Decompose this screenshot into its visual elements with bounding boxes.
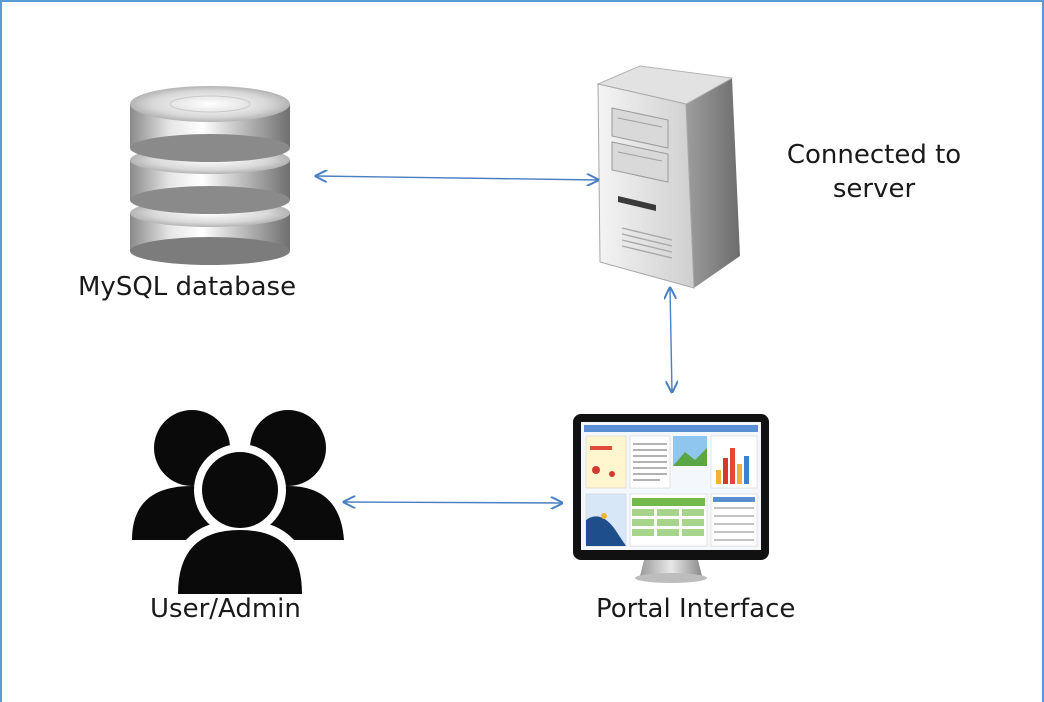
arrow-server-portal [670,288,672,392]
users-group-icon [132,410,344,600]
portal-label: Portal Interface [596,594,796,624]
server-label: Connected to server [786,140,962,204]
server-tower-icon [596,65,740,289]
arrow-database-server [316,176,598,180]
users-label: User/Admin [150,594,301,624]
database-icon [130,86,290,265]
frame-border-right [1042,0,1044,702]
arrow-users-portal [344,502,562,503]
frame-border-left [0,0,2,702]
monitor-dashboard-icon [573,414,769,583]
database-label: MySQL database [78,272,297,302]
frame-border-top [0,0,1044,2]
